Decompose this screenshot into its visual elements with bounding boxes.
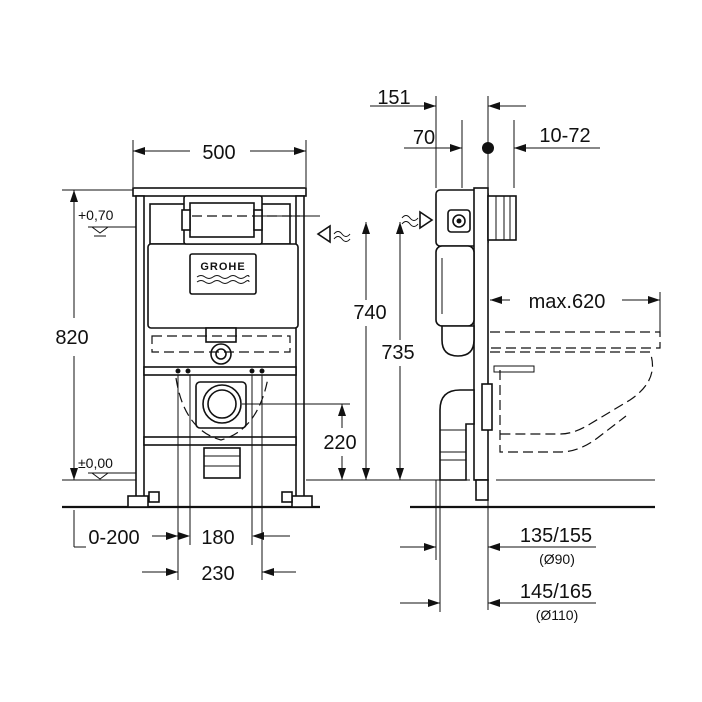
width-label: 500 (202, 142, 235, 164)
outlet-height-dimension: 220 (242, 403, 357, 480)
water-wave-icon (333, 231, 351, 237)
height-dimension: 820 (55, 189, 138, 481)
top-depth-label: 151 (377, 87, 410, 109)
offset-label: 0-200 (88, 527, 139, 549)
outlet-height-label: 220 (323, 432, 356, 454)
level-zero-label: ±0,00 (78, 455, 113, 471)
wall-gap-label: 10-72 (539, 125, 590, 147)
button-offset-dimension: 70 (404, 120, 463, 188)
inlet-height-label: 740 (353, 302, 386, 324)
top-depth-dimension: 151 (370, 87, 526, 188)
bowl-projection-dimension: max.620 (490, 291, 661, 336)
water-inlet-icon (316, 224, 351, 244)
inner-spacing-dimension: 180 (160, 375, 290, 580)
depth-110-pipe-label: (Ø110) (536, 607, 579, 623)
front-view: 500 820 +0,70 ±0,00 (55, 140, 415, 585)
depth-110-dimension: 145/165 (Ø110) (400, 480, 596, 623)
depth-90-dimension: 135/155 (Ø90) (400, 480, 596, 610)
depth-90-pipe-label: (Ø90) (539, 551, 575, 567)
inlet-height-dimension: 740 (262, 215, 387, 480)
grohe-logo: GROHE (200, 261, 245, 273)
level-marker-icon (90, 472, 110, 480)
inner-spacing-label: 180 (201, 527, 234, 549)
level-marker-zero: ±0,00 (78, 455, 140, 480)
depth-90-label: 135/155 (520, 525, 592, 547)
height-label: 820 (55, 327, 88, 349)
button-offset-label: 70 (413, 127, 435, 149)
level-top-label: +0,70 (78, 207, 114, 223)
fixing-height-label: 735 (381, 342, 414, 364)
frame-side-profile (435, 187, 517, 501)
toilet-bowl-outline (490, 331, 661, 453)
depth-110-label: 145/165 (520, 581, 592, 603)
outer-spacing-label: 230 (201, 563, 234, 585)
level-marker-top: +0,70 (78, 207, 140, 237)
fixing-height-dimension: 735 (381, 222, 415, 480)
flush-pipe-front (151, 327, 291, 479)
outer-spacing-dimension: 230 (142, 545, 296, 585)
width-dimension: 500 (132, 140, 307, 187)
side-view: 151 70 10-72 (370, 87, 661, 623)
bowl-projection-label: max.620 (529, 291, 606, 313)
side-water-inlet-icon (401, 210, 434, 230)
offset-dimension: 0-200 (73, 510, 178, 549)
cistern: GROHE (147, 195, 300, 329)
level-marker-icon (90, 226, 110, 234)
wall-gap-dimension: 10-72 (482, 120, 600, 188)
